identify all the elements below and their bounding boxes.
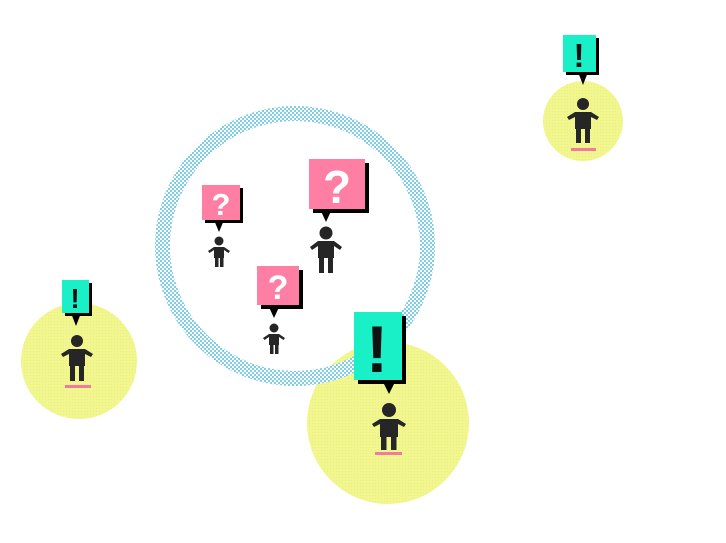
exclamation-mark-icon: ! [70,283,79,314]
underline-mark [65,385,91,388]
question-mark-icon: ? [212,187,231,222]
person-icon [310,226,342,273]
question-card-small-a: ? [202,185,243,232]
person-icon [567,98,599,143]
person-icon [208,236,230,267]
exclamation-mark-icon: ! [574,37,585,74]
exclaim-card-large: ! [354,312,406,394]
question-card-small-b: ? [257,266,303,318]
exclaim-card-left: ! [62,280,92,326]
question-mark-icon: ? [323,161,351,213]
person-icon [263,323,285,354]
person-icon [372,403,406,450]
underline-mark [571,148,596,151]
exclaim-card-top-right: ! [563,35,599,85]
underline-mark [375,452,402,455]
question-mark-icon: ? [268,269,289,307]
question-card-large: ? [309,159,369,222]
exclamation-mark-icon: ! [366,312,388,386]
person-icon [61,335,93,381]
